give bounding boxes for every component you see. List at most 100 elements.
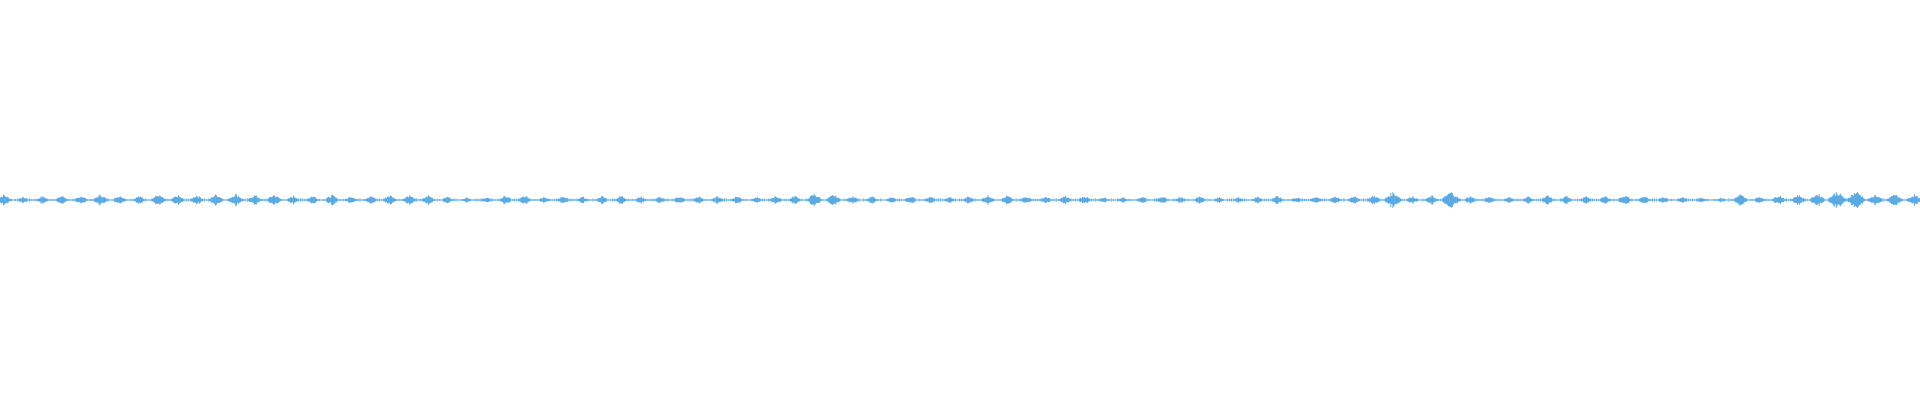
waveform-noise [1534, 198, 1543, 202]
waveform-burst [113, 196, 128, 204]
waveform-burst [325, 194, 340, 206]
waveform-noise [203, 198, 211, 202]
waveform-burst [1791, 195, 1807, 205]
waveform-burst [1214, 197, 1225, 203]
waveform-noise [1264, 198, 1273, 202]
waveform-noise [1902, 198, 1910, 202]
waveform-noise [1514, 198, 1524, 202]
waveform-noise [782, 198, 791, 202]
waveform-noise [550, 198, 559, 202]
waveform-noise [531, 199, 541, 201]
waveform-burst [1733, 194, 1749, 206]
waveform-burst [1599, 196, 1613, 204]
waveform-burst [1384, 192, 1403, 208]
waveform-burst [1175, 197, 1188, 203]
waveform-burst [904, 197, 918, 203]
waveform-burst [1329, 196, 1343, 204]
waveform-burst [1291, 197, 1303, 203]
waveform-burst [1753, 197, 1766, 203]
waveform-noise [1321, 198, 1331, 202]
waveform-noise [299, 198, 309, 202]
waveform-burst [421, 195, 436, 205]
waveform-burst [190, 195, 205, 205]
waveform-burst [577, 196, 590, 204]
waveform-burst [731, 196, 744, 204]
waveform-burst [364, 196, 378, 204]
waveform-noise [1128, 198, 1138, 202]
waveform-noise [1882, 198, 1890, 202]
waveform-noise [29, 198, 38, 202]
waveform-burst [267, 195, 282, 205]
waveform-burst [692, 196, 705, 204]
waveform-burst [518, 196, 532, 204]
waveform-noise [1418, 198, 1428, 202]
waveform-noise [243, 198, 250, 202]
waveform-noise [48, 198, 58, 202]
waveform-noise [472, 198, 482, 202]
waveform-burst [654, 197, 667, 203]
waveform-burst [1406, 196, 1420, 204]
waveform-noise [1051, 198, 1061, 202]
waveform-burst [769, 196, 783, 204]
waveform-noise [822, 198, 829, 202]
waveform-noise [87, 198, 97, 202]
waveform-noise [1206, 198, 1216, 202]
waveform-noise [1495, 198, 1505, 202]
waveform-noise [801, 198, 811, 202]
waveform-noise [1476, 198, 1486, 202]
waveform-burst [1136, 197, 1149, 203]
waveform-burst [1887, 194, 1904, 206]
waveform-noise [1109, 198, 1118, 202]
waveform-burst [1580, 196, 1593, 204]
waveform-burst [886, 197, 898, 203]
waveform-burst [615, 196, 628, 204]
waveform-burst [227, 194, 244, 206]
waveform-noise [1785, 198, 1793, 202]
waveform-burst [1809, 194, 1826, 206]
waveform-noise [974, 198, 984, 202]
waveform-burst [1827, 192, 1847, 208]
waveform-burst [1310, 197, 1322, 203]
waveform-burst [1503, 197, 1516, 203]
waveform-burst [981, 195, 996, 205]
waveform-burst [171, 195, 185, 205]
waveform-burst [1696, 197, 1708, 203]
waveform-noise [1302, 198, 1311, 202]
waveform-burst [962, 196, 975, 204]
waveform-noise [724, 198, 733, 202]
waveform-noise [665, 198, 675, 202]
waveform-noise [704, 198, 714, 202]
waveform-burst [1560, 196, 1574, 204]
waveform-noise [878, 198, 887, 202]
waveform-noise [1244, 198, 1254, 202]
waveform-burst [1676, 197, 1689, 203]
waveform-noise [1225, 198, 1234, 202]
waveform-burst [345, 197, 359, 203]
waveform-burst [1252, 196, 1265, 204]
waveform-noise [145, 198, 155, 202]
waveform-burst [1117, 197, 1129, 203]
waveform-burst [1098, 197, 1110, 203]
waveform-noise [1148, 198, 1158, 202]
waveform-burst [151, 195, 167, 205]
waveform-noise [107, 198, 115, 202]
waveform-burst [0, 194, 12, 206]
waveform-burst [1348, 196, 1362, 204]
waveform-burst [943, 197, 956, 203]
waveform-noise [1650, 198, 1659, 202]
waveform-burst [1039, 197, 1052, 203]
waveform-noise [319, 198, 328, 202]
waveform-burst [1367, 195, 1382, 205]
waveform-noise [840, 198, 848, 202]
waveform-burst [208, 194, 224, 206]
waveform-burst [788, 196, 802, 204]
waveform-burst [826, 195, 842, 205]
waveform-burst [634, 196, 647, 204]
waveform-burst [402, 195, 417, 205]
waveform-noise [491, 198, 501, 202]
waveform-burst [1483, 197, 1496, 203]
waveform-burst [1846, 192, 1866, 208]
waveform-noise [453, 198, 463, 202]
